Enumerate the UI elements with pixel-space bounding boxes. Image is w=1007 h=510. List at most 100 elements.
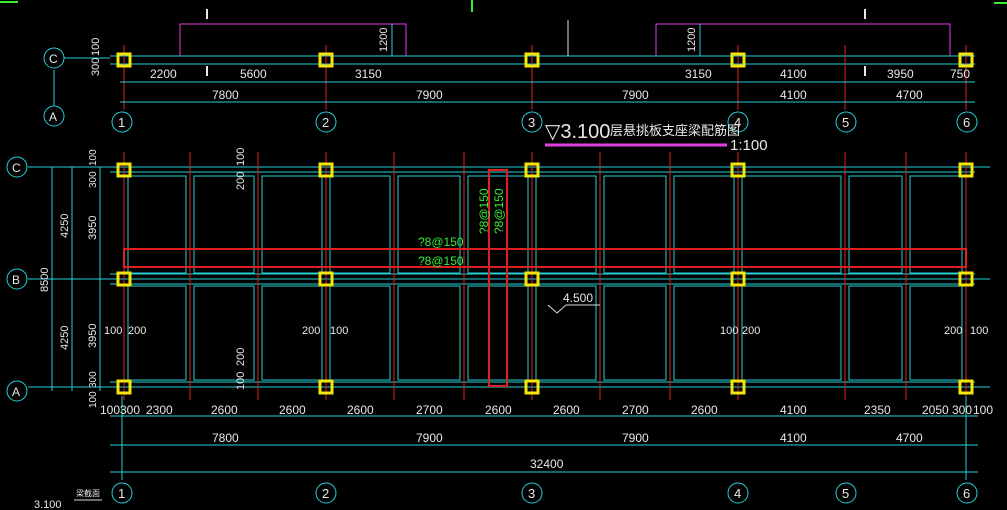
offset-dim: 100 xyxy=(720,325,738,337)
grid-bubbles-bottom: 1 2 3 4 5 6 xyxy=(111,482,978,504)
grid-bubbles-top: 1 2 3 4 5 6 xyxy=(111,111,978,133)
dim: 2050 xyxy=(922,403,949,417)
top-dims-row2: 7800 7900 7900 4100 4700 xyxy=(212,88,923,102)
bottom-dims-row1: 100 300 2300 2600 2600 2600 2700 2600 26… xyxy=(100,403,993,417)
dim: 4100 xyxy=(780,67,807,81)
dim: 2600 xyxy=(691,403,718,417)
axis-label: 4 xyxy=(734,115,741,130)
total-dim: 32400 xyxy=(530,457,564,471)
offset-dim: 200 xyxy=(742,325,760,337)
dim: 300 xyxy=(952,403,972,417)
axis-label: 4 xyxy=(734,486,741,501)
rebar-label-h2: ?8@150 xyxy=(418,254,464,268)
bottom-level: 3.100 xyxy=(34,499,62,510)
axis-label-a: A xyxy=(12,385,20,399)
drawing-title: ▽3.100 层悬挑板支座梁配筋图 1:100 xyxy=(545,121,768,154)
left-dim-mid-1: 4250 xyxy=(59,214,71,238)
rebar-label-h1: ?8@150 xyxy=(418,235,464,249)
dim: 2600 xyxy=(347,403,374,417)
offset-dim: 200 xyxy=(128,325,146,337)
overhang-dim-right: 1200 xyxy=(686,28,698,52)
rebar-beams xyxy=(123,169,967,387)
dim: 2600 xyxy=(485,403,512,417)
columns xyxy=(116,162,974,395)
left-dim-mid-2: 4250 xyxy=(59,326,71,350)
dim: 4100 xyxy=(780,88,807,102)
axis-label: 6 xyxy=(963,115,970,130)
offset-dim: 200 xyxy=(235,348,247,366)
bottom-note: 梁截面 xyxy=(76,488,100,498)
left-dim-top-a: 300 xyxy=(88,171,99,188)
title-level: ▽3.100 xyxy=(545,121,610,143)
top-left-dim: 300 xyxy=(90,58,102,76)
dim: 2600 xyxy=(553,403,580,417)
top-plan: 1200 1200 2200 5600 3150 3150 4100 3950 … xyxy=(43,9,975,127)
left-dim-bot-b: 300 xyxy=(88,371,99,388)
dim: 5600 xyxy=(240,67,267,81)
axis-label-b: B xyxy=(12,273,20,287)
axis-label: 1 xyxy=(118,115,125,130)
offset-dim: 200 xyxy=(235,172,247,190)
axis-label: 6 xyxy=(963,486,970,501)
left-dim-inner-2: 3950 xyxy=(87,324,99,348)
dim: 100 xyxy=(100,403,120,417)
dim: 4700 xyxy=(896,431,923,445)
dim: 2700 xyxy=(416,403,443,417)
offset-dim: 100 xyxy=(235,372,247,390)
dim: 4100 xyxy=(780,431,807,445)
axis-label-c: C xyxy=(12,161,21,175)
dim: 3950 xyxy=(887,67,914,81)
axis-label: 2 xyxy=(322,115,329,130)
dim: 100 xyxy=(973,403,993,417)
dim: 2700 xyxy=(622,403,649,417)
axis-label: 3 xyxy=(528,115,535,130)
offset-dim: 100 xyxy=(104,325,122,337)
dim: 2600 xyxy=(211,403,238,417)
dim: 7900 xyxy=(622,431,649,445)
dim: 2600 xyxy=(279,403,306,417)
level-marker: 4.500 xyxy=(547,291,600,314)
top-dims-row1: 2200 5600 3150 3150 4100 3950 750 xyxy=(150,67,970,81)
dim: 300 xyxy=(120,403,140,417)
dim: 7900 xyxy=(416,431,443,445)
axis-label: 5 xyxy=(842,486,849,501)
rebar-label-v1: ?8@150 xyxy=(477,188,491,234)
level-value: 4.500 xyxy=(563,291,593,305)
dim: 4700 xyxy=(896,88,923,102)
offset-dim: 100 xyxy=(235,148,247,166)
dim: 2350 xyxy=(864,403,891,417)
dim: 7800 xyxy=(212,431,239,445)
dim: 3150 xyxy=(685,67,712,81)
dim: 750 xyxy=(950,67,970,81)
top-left-dim2: 100 xyxy=(90,38,102,56)
dim: 2200 xyxy=(150,67,177,81)
rebar-label-v2: ?8@150 xyxy=(492,188,506,234)
axis-label: 2 xyxy=(322,486,329,501)
overhang-dim-left: 1200 xyxy=(378,28,390,52)
title-scale: 1:100 xyxy=(730,137,768,154)
title-text: 层悬挑板支座梁配筋图 xyxy=(610,123,740,138)
main-plan: ?8@150 ?8@150 ?8@150 ?8@150 4.500 C B A … xyxy=(6,148,993,480)
left-dim-top-b: 100 xyxy=(88,149,99,166)
dim: 3150 xyxy=(355,67,382,81)
dim: 7800 xyxy=(212,88,239,102)
offset-dim: 200 xyxy=(302,325,320,337)
axis-label-c-top: C xyxy=(49,52,58,66)
dim: 2300 xyxy=(146,403,173,417)
axis-label: 5 xyxy=(842,115,849,130)
axis-label: 3 xyxy=(528,486,535,501)
offset-dim: 100 xyxy=(970,325,988,337)
left-dim-inner-1: 3950 xyxy=(87,216,99,240)
offset-dim: 100 xyxy=(330,325,348,337)
top-columns xyxy=(116,52,974,68)
offset-dim: 200 xyxy=(944,325,962,337)
axis-label-a-top: A xyxy=(49,110,57,124)
left-dim-total: 8500 xyxy=(39,268,51,292)
dim: 7900 xyxy=(416,88,443,102)
bottom-dims-row2: 7800 7900 7900 4100 4700 xyxy=(212,431,923,445)
viewport-markers xyxy=(0,0,1007,12)
axis-label: 1 xyxy=(118,486,125,501)
dim: 4100 xyxy=(780,403,807,417)
left-dim-bot-a: 100 xyxy=(88,391,99,408)
